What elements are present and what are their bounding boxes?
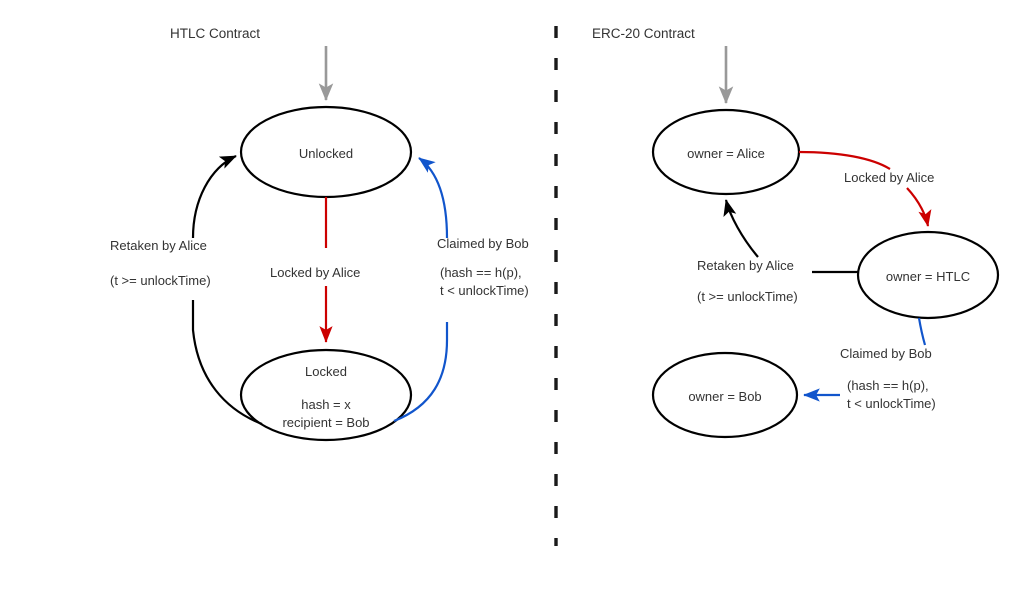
edge-claim-label-line3: t < unlockTime) [440,283,529,298]
node-unlocked-label: Unlocked [299,146,353,161]
edge-claim-r-label-line2: (hash == h(p), [847,378,929,393]
node-owner-htlc-label: owner = HTLC [886,269,970,284]
edge-retake-label-line2: (t >= unlockTime) [110,273,211,288]
node-locked[interactable] [239,348,413,442]
panel-title-htlc: HTLC Contract [170,26,260,41]
edge-claim-segment-top [418,157,449,239]
edge-lock-r-segment-left [798,150,891,170]
edge-lock-label: Locked by Alice [270,265,360,280]
node-owner-bob[interactable] [651,351,799,439]
edge-lock-r-label: Locked by Alice [844,170,934,185]
node-owner-alice-label: owner = Alice [687,146,765,161]
edge-retake-r-segment-left [723,199,759,258]
panel-title-erc20: ERC-20 Contract [592,26,695,41]
edge-claim-r-segment-top [917,317,927,346]
node-locked-recipient: recipient = Bob [282,415,369,430]
edge-lock-r-segment-right [906,187,932,227]
edge-claim-r-label-line1: Claimed by Bob [840,346,932,361]
edge-claim-r-label-line3: t < unlockTime) [847,396,936,411]
edge-retake-segment-bottom [191,300,263,426]
edge-retake-segment-top [191,155,237,239]
edge-claim-segment-bottom [393,322,449,423]
node-owner-bob-label: owner = Bob [688,389,761,404]
node-locked-hash: hash = x [301,397,351,412]
edge-claim-label-line2: (hash == h(p), [440,265,522,280]
panel-htlc-contract: HTLC Contract Unlocked Locked hash = x r… [110,26,529,442]
edge-claim-label-line1: Claimed by Bob [437,236,529,251]
edge-retake-r-label-line2: (t >= unlockTime) [697,289,798,304]
edge-retake-r-label-line1: Retaken by Alice [697,258,794,273]
node-owner-htlc[interactable] [856,230,1000,320]
panel-erc20-contract: ERC-20 Contract owner = Alice owner = HT… [592,26,1000,439]
node-locked-label: Locked [305,364,347,379]
edge-retake-label-line1: Retaken by Alice [110,238,207,253]
